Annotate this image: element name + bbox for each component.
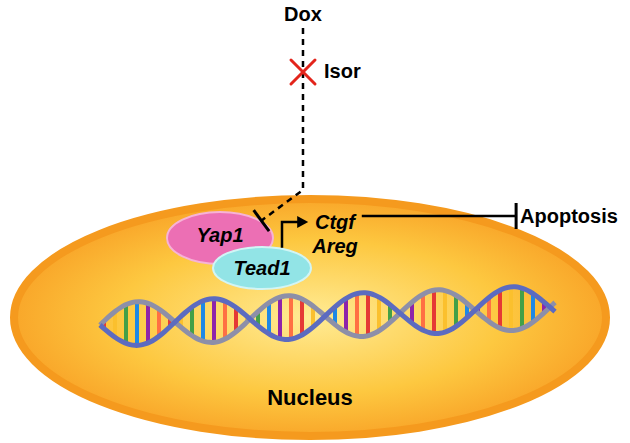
- nucleus-outline: [14, 199, 606, 436]
- term-label: Apoptosis: [520, 204, 618, 228]
- base-pair: [124, 304, 128, 343]
- connector-line: [282, 222, 299, 248]
- base-pair: [135, 302, 139, 346]
- inhibition-bar: [254, 210, 269, 231]
- base-pair: [520, 288, 524, 329]
- base-pair: [344, 298, 348, 332]
- inhibitor-label: Isor: [324, 60, 361, 83]
- dna-strand: [100, 287, 555, 346]
- target-genes: CtgfAreg: [308, 206, 362, 262]
- base-pair: [421, 294, 425, 330]
- inhibition-connector: [362, 203, 516, 229]
- base-pair: [498, 290, 502, 328]
- base-pair: [377, 297, 381, 331]
- connector-line: [261, 28, 303, 221]
- gene-name: Areg: [312, 234, 358, 258]
- arrow-head: [297, 216, 308, 228]
- compartment-label: Nucleus: [267, 385, 353, 410]
- protein-name: Tead1: [233, 256, 290, 280]
- base-pair: [300, 299, 304, 335]
- base-pair: [146, 303, 150, 343]
- base-pair: [267, 303, 271, 334]
- cross-stroke: [291, 60, 315, 84]
- protein-name: Yap1: [196, 223, 243, 247]
- cross-stroke: [291, 60, 315, 84]
- block-cross: [291, 60, 315, 84]
- base-pair: [278, 297, 282, 339]
- base-pair: [454, 295, 458, 326]
- base-pair: [355, 293, 359, 336]
- drug-label: Dox: [284, 2, 322, 26]
- base-pair: [201, 301, 205, 342]
- base-pair: [223, 301, 227, 339]
- connector-line: [362, 215, 516, 218]
- inhibition-connector: [254, 28, 303, 231]
- base-pair: [212, 299, 216, 343]
- base-pair: [289, 296, 293, 340]
- nucleus-shape: Nucleus Yap1Tead1 CtgfAreg: [10, 195, 610, 440]
- term-label: Dox: [284, 2, 322, 26]
- base-pair: [509, 287, 513, 331]
- inhibition-bar: [515, 203, 518, 229]
- base-pair: [443, 290, 447, 332]
- protein-outline: [213, 247, 311, 289]
- gene-name: Ctgf: [315, 210, 355, 234]
- base-pair: [366, 293, 370, 336]
- base-pair: [432, 290, 436, 334]
- activation-arrow: [282, 216, 308, 248]
- outcome-label: Apoptosis: [520, 204, 618, 228]
- protein-ellipse: Tead1: [212, 246, 312, 290]
